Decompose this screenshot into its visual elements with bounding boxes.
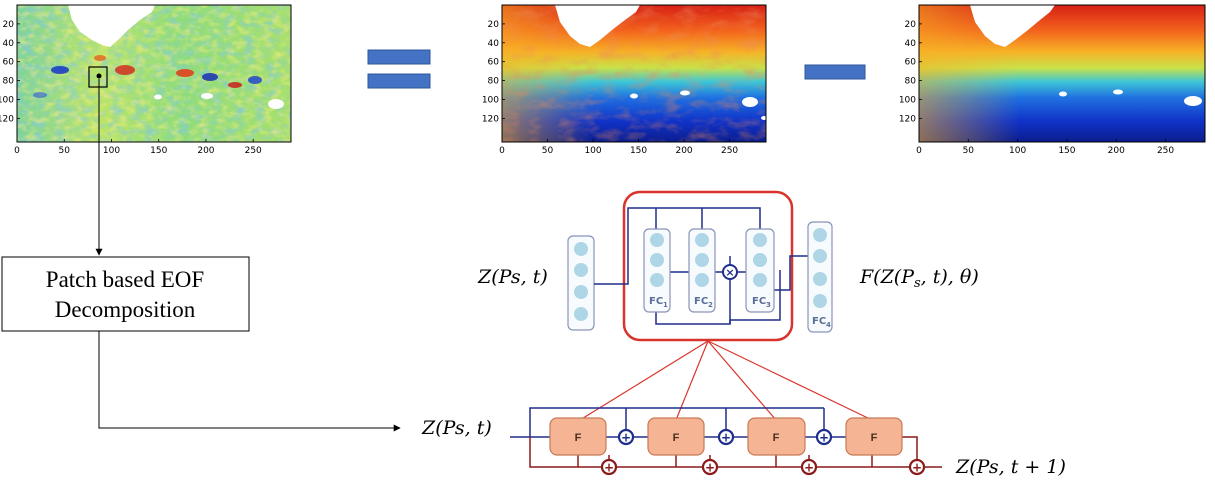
svg-text:F: F [673,432,680,444]
svg-text:+: + [621,431,631,445]
y-tick-label: 100 [899,95,916,105]
x-tick-label: 100 [584,146,601,156]
network-input-label: Z(Ps, t) [477,266,548,288]
svg-text:+: + [604,461,614,475]
field-map-axes: 20 40 60 80 100 120 0 50 100 150 200 250 [482,20,739,156]
chain-output-label: Z(Ps, t + 1) [955,456,1066,478]
y-tick-label: 100 [482,95,499,105]
minus-operator [804,64,866,80]
red-add-node-1: + [600,458,618,476]
svg-text:FC: FC [694,296,708,307]
red-add-node-2: + [701,458,719,476]
x-tick-label: 0 [14,146,20,156]
fc-layer-4: FC 4 [807,221,833,333]
network-highlight-frame [622,190,794,342]
blue-add-node-1: + [617,428,635,446]
svg-text:F: F [575,432,582,444]
recurrent-chain: Z(Ps, t) [421,407,1066,478]
svg-text:+: + [705,461,715,475]
patch-marker [88,66,108,88]
network-wiring [594,207,808,325]
y-tick-label: 20 [488,20,500,30]
field-map: 20 40 60 80 100 120 0 50 100 150 200 250 [482,4,767,156]
multiply-node: × [722,264,738,280]
red-add-node-3: + [800,458,818,476]
x-tick-label: 150 [630,146,647,156]
fc-layer-3: FC 3 [745,228,775,313]
x-tick-label: 50 [542,146,554,156]
eof-to-chain-arrow [98,331,401,432]
red-add-node-4: + [908,458,926,476]
svg-text:F: F [871,432,878,444]
blue-add-node-2: + [717,428,735,446]
svg-text:+: + [804,461,814,475]
svg-text:+: + [721,431,731,445]
x-tick-label: 50 [963,146,975,156]
chain-input-label: Z(Ps, t) [421,417,492,439]
y-tick-label: 60 [3,58,15,68]
equals-operator [367,49,431,89]
x-tick-label: 0 [916,146,922,156]
eof-box-line2: Decomposition [55,297,196,322]
x-tick-label: 100 [1009,146,1026,156]
y-tick-label: 120 [899,114,916,124]
x-tick-label: 150 [150,146,167,156]
svg-text:4: 4 [826,321,831,329]
network-output-label: F(Z(Ps, t), θ) [859,266,979,291]
x-tick-label: 250 [721,146,738,156]
eof-box-line1: Patch based EOF [46,267,204,292]
x-tick-label: 200 [197,146,214,156]
x-tick-label: 100 [103,146,120,156]
y-tick-label: 80 [488,77,500,87]
svg-text:F: F [773,432,780,444]
input-layer [567,235,595,331]
patch-center-dot [96,73,102,79]
network-block: Z(Ps, t) FC 1 [477,190,979,342]
mean-field-map: 20 40 60 80 100 120 0 50 100 150 200 250 [899,4,1206,156]
fc-layer-1: FC 1 [643,228,671,313]
svg-text:3: 3 [766,301,771,309]
y-tick-label: 80 [905,77,917,87]
svg-text:×: × [725,266,734,279]
svg-text:+: + [819,431,829,445]
y-tick-label: 60 [488,58,500,68]
x-tick-label: 0 [499,146,505,156]
anomaly-map-axes: 20 40 60 80 100 120 0 50 100 150 200 250 [0,20,262,156]
eof-box: Patch based EOF Decomposition [1,256,250,332]
svg-text:FC: FC [812,316,826,327]
y-tick-label: 20 [905,20,917,30]
svg-text:F(Z(Ps, t), θ): F(Z(Ps, t), θ) [859,266,979,291]
y-tick-label: 80 [3,77,15,87]
fc-layer-2: FC 2 [688,228,716,313]
y-tick-label: 20 [3,20,15,30]
y-tick-label: 100 [0,95,14,105]
mean-field-map-axes: 20 40 60 80 100 120 0 50 100 150 200 250 [899,20,1175,156]
x-tick-label: 200 [1108,146,1125,156]
f-block-3: F [747,417,806,456]
svg-text:FC: FC [649,296,663,307]
anomaly-map: 20 40 60 80 100 120 0 50 100 150 200 250 [0,4,292,156]
x-tick-label: 150 [1058,146,1075,156]
svg-text:2: 2 [708,301,713,309]
y-tick-label: 40 [905,39,917,49]
x-tick-label: 200 [675,146,692,156]
svg-text:+: + [912,461,922,475]
f-block-4: F [845,417,903,456]
f-block-1: F [549,417,607,456]
x-tick-label: 50 [59,146,71,156]
y-tick-label: 40 [488,39,500,49]
x-tick-label: 250 [245,146,262,156]
x-tick-label: 250 [1157,146,1174,156]
y-tick-label: 120 [0,114,14,124]
expansion-lines [579,340,873,421]
svg-text:1: 1 [663,301,668,309]
f-block-2: F [647,417,705,456]
y-tick-label: 60 [905,58,917,68]
svg-text:FC: FC [752,296,766,307]
y-tick-label: 40 [3,39,15,49]
y-tick-label: 120 [482,114,499,124]
blue-add-node-3: + [815,428,833,446]
